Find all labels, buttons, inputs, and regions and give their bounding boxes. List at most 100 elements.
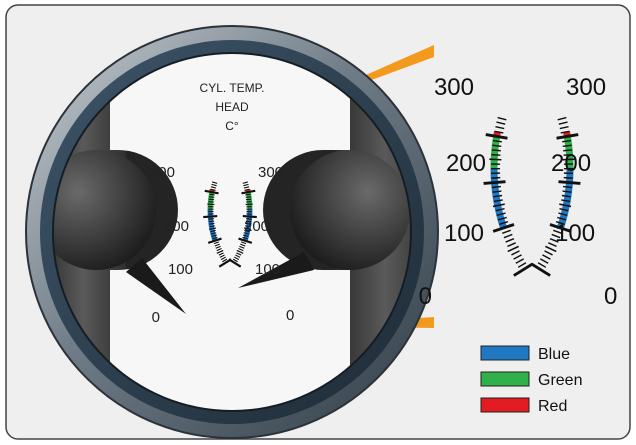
zoom-right-tick xyxy=(549,223,572,233)
zoom-left-tick xyxy=(493,194,503,198)
zoom-left-tick xyxy=(492,223,515,233)
gauge-knob-right xyxy=(290,150,410,270)
zoom-left-tick xyxy=(497,116,507,121)
legend-swatch-red xyxy=(480,397,530,413)
small-left-tick xyxy=(219,254,225,258)
zoom-left-tick xyxy=(496,212,506,216)
zoom-left-tick xyxy=(483,180,506,185)
small-left-tick xyxy=(208,227,217,230)
zoom-left-tick xyxy=(502,229,511,234)
small-right-tick xyxy=(244,229,250,233)
zoom-right-label-200: 200 xyxy=(551,150,591,177)
small-right-tick xyxy=(239,245,245,249)
zoom-left-tick xyxy=(505,237,515,243)
gauge-face xyxy=(110,54,350,410)
small-left-tick xyxy=(212,181,218,184)
zoom-left-tick xyxy=(493,199,503,203)
small-right-tick xyxy=(238,237,253,244)
small-left-tick xyxy=(214,243,220,247)
zoom-right-tick xyxy=(545,245,557,253)
small-right-tick xyxy=(245,222,251,225)
small-left-tick xyxy=(218,252,224,256)
small-right-tick xyxy=(232,258,238,263)
small-right-tick xyxy=(240,243,246,247)
zoom-left-tick xyxy=(491,153,501,156)
zoom-left-tick xyxy=(507,245,519,253)
gauge-scales xyxy=(203,181,257,268)
legend-swatch-green xyxy=(480,371,530,387)
small-right-tick xyxy=(245,220,252,223)
zoom-left-tick xyxy=(517,262,527,268)
zoom-left-label-100: 100 xyxy=(444,220,484,247)
small-right-tick xyxy=(243,227,252,230)
zoom-right-label-0: 0 xyxy=(604,283,617,310)
small-left-tick xyxy=(208,198,215,201)
small-right-tick xyxy=(233,256,240,261)
small-left-tick xyxy=(210,232,217,235)
zoom-left-tick xyxy=(485,133,508,140)
zoom-right-tick xyxy=(562,139,572,143)
small-right-tick xyxy=(240,241,247,245)
small-right-tick xyxy=(244,188,250,191)
zoom-left-tick xyxy=(496,121,506,125)
zoom-right-band-blue xyxy=(557,168,574,229)
small-left-label-200: 200 xyxy=(164,218,189,235)
gauge-unit: C° xyxy=(225,119,239,133)
small-left-tick xyxy=(222,258,228,263)
small-left-tick xyxy=(209,193,215,196)
small-right-tick xyxy=(238,248,244,252)
small-right-tick xyxy=(236,249,244,254)
zoom-right-tick xyxy=(563,153,573,156)
zoom-right-tick xyxy=(561,199,571,203)
small-left-tick xyxy=(203,215,218,219)
small-right-tick xyxy=(243,186,250,189)
gauge-knob-left xyxy=(54,150,156,270)
zoom-right-tick xyxy=(539,258,549,264)
small-left-tick xyxy=(216,248,222,252)
small-right-tick xyxy=(245,193,251,196)
zoom-right-tick xyxy=(548,242,557,248)
zoom-right-tick xyxy=(561,194,571,198)
small-left-label-300: 300 xyxy=(150,164,175,181)
small-right-tick xyxy=(243,234,249,237)
legend-label-green: Green xyxy=(538,372,582,389)
zoom-left-tick xyxy=(491,185,502,189)
small-left-tick xyxy=(211,234,217,237)
small-right-label-200: 200 xyxy=(244,218,269,235)
zoom-left-label-300: 300 xyxy=(434,74,474,101)
small-left-tick xyxy=(220,256,227,261)
zoom-left-tick xyxy=(492,144,502,147)
small-right-tick xyxy=(245,198,252,201)
small-left-tick xyxy=(210,229,216,233)
zoom-right-tick xyxy=(556,133,579,140)
small-left-tick xyxy=(210,188,216,191)
zoom-left-tick xyxy=(492,139,502,143)
small-left-tick xyxy=(209,222,215,225)
zoom-right-tick xyxy=(553,229,562,234)
small-left-label-100: 100 xyxy=(168,261,193,278)
small-right-tick xyxy=(245,196,251,198)
zoom-left-tick xyxy=(511,250,520,256)
small-left-tick xyxy=(209,225,215,228)
zoom-left-label-200: 200 xyxy=(446,150,486,177)
zoom-right-tick xyxy=(542,254,551,260)
zoom-right-tick xyxy=(562,144,572,147)
small-left-tick xyxy=(212,236,218,240)
zoom-left-tick xyxy=(497,216,507,221)
zoom-right-tick xyxy=(562,185,573,189)
small-left-tick xyxy=(213,241,220,245)
zoom-right-tick xyxy=(560,130,570,134)
small-right-tick xyxy=(236,252,242,256)
small-left-tick xyxy=(216,249,224,254)
small-left-tick xyxy=(208,220,215,223)
zoom-right-tick xyxy=(549,237,559,243)
small-right-tick xyxy=(242,236,248,240)
zoom-left-tick xyxy=(507,242,516,248)
small-right-tick xyxy=(242,181,248,184)
small-left-tick xyxy=(211,183,217,187)
zoom-right-tick xyxy=(537,262,547,268)
zoom-right-tick xyxy=(559,125,569,130)
gauge-title-line2: HEAD xyxy=(215,100,249,114)
legend-label-red: Red xyxy=(538,398,567,415)
zoom-right-tick xyxy=(559,208,569,212)
